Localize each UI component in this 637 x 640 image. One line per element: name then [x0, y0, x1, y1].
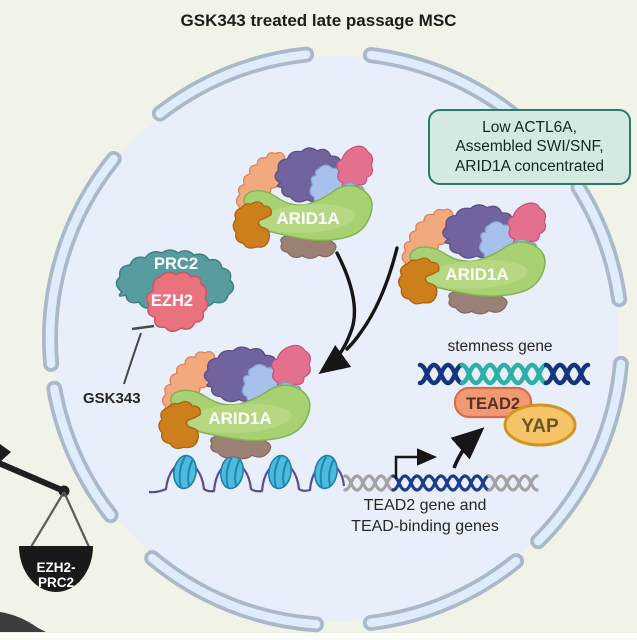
transcription-start-arrow: [394, 448, 437, 479]
balance-string-left: [30, 491, 65, 548]
tead2-label: TEAD2: [466, 395, 520, 413]
balance-beam-end: [0, 444, 11, 462]
gsk343-label: GSK343: [83, 390, 141, 407]
nucleosomes: [173, 454, 338, 490]
page-title: GSK343 treated late passage MSC: [180, 11, 457, 30]
merge-arrow-right: [345, 246, 399, 351]
info-box-line: Assembled SWI/SNF,: [455, 138, 604, 156]
stemness-gene-label: stemness gene: [447, 338, 553, 355]
prc2-label: PRC2: [154, 255, 198, 273]
merge-arrow-left: [318, 251, 357, 375]
tead2-box: [453, 386, 533, 419]
induction-arrow: [450, 427, 485, 469]
arid1a-label: ARID1A: [276, 209, 339, 228]
nucleosome: [173, 454, 197, 490]
assembly-arrows: [318, 246, 399, 375]
nucleosome: [268, 454, 292, 490]
tead-genes-label-line: TEAD2 gene and: [363, 497, 487, 514]
nuclear-membrane: [42, 46, 629, 633]
info-box-line: ARID1A concentrated: [454, 157, 605, 175]
arid1a-label: ARID1A: [445, 265, 508, 284]
tead-genes-label: TEAD2 gene and TEAD-binding genes: [340, 495, 510, 537]
balance-beam: [0, 460, 67, 494]
balance-pan: [19, 546, 93, 592]
gsk343-inhibition-line: [123, 324, 155, 385]
balance-pan-label: EZH2-: [36, 560, 75, 575]
stemness-gene-helix: [417, 362, 591, 386]
balance-base: [0, 612, 46, 632]
ezh2-blob: [146, 271, 209, 332]
ezh2-label: EZH2: [151, 292, 193, 310]
info-box: Low ACTL6A, Assembled SWI/SNF, ARID1A co…: [428, 109, 631, 185]
balance-scale: EZH2- PRC2: [0, 444, 93, 632]
tead2-gene-helix: [343, 474, 539, 492]
bottom-strip: [0, 633, 637, 640]
yap-label: YAP: [521, 416, 559, 437]
nucleosome: [314, 454, 338, 490]
arid1a-label: ARID1A: [208, 409, 271, 428]
info-box-line: Low ACTL6A,: [482, 118, 577, 136]
balance-pan-label: PRC2: [38, 575, 74, 590]
balance-string-right: [62, 491, 91, 548]
tead-genes-label-line: TEAD-binding genes: [351, 518, 499, 535]
yap-ellipse: [503, 403, 577, 447]
balance-pivot: [58, 485, 70, 497]
